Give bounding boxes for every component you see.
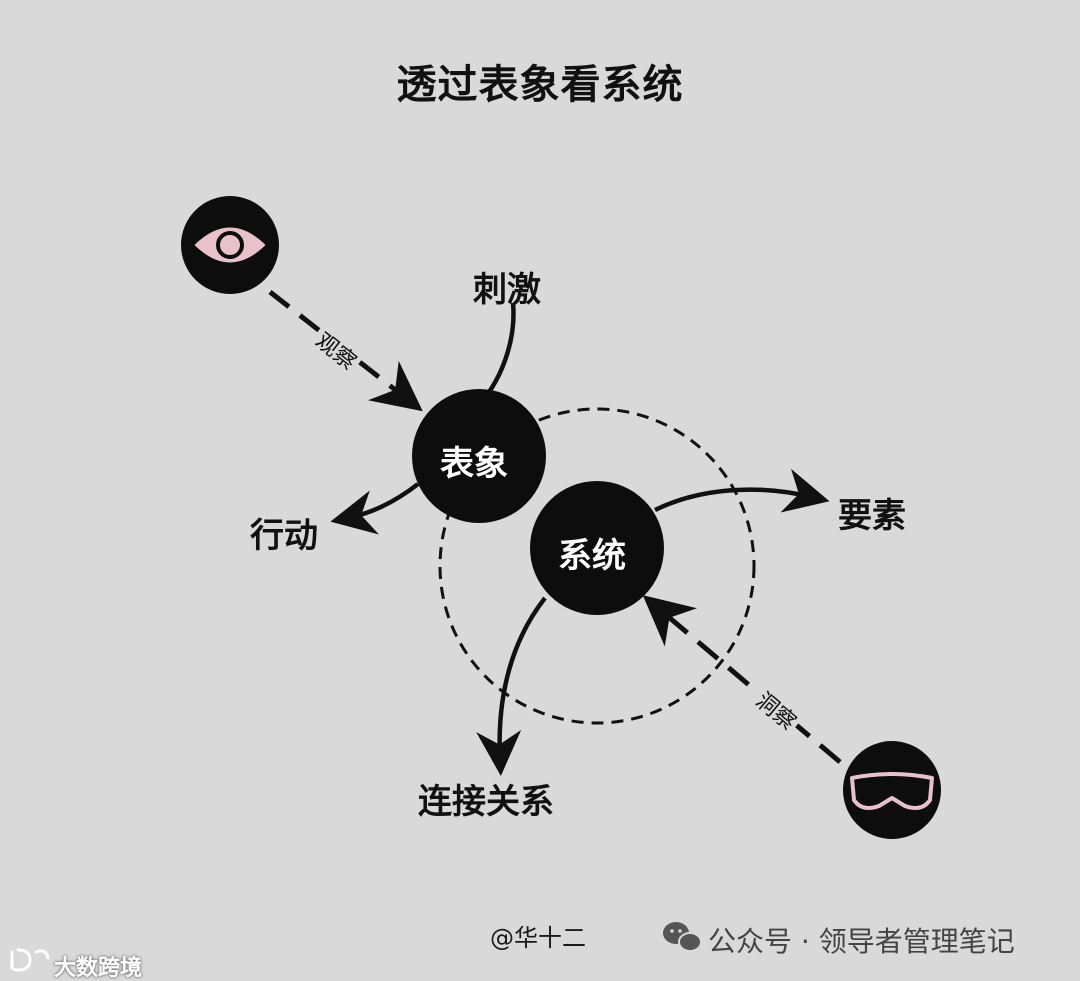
wechat-account-label: 公众号 · 领导者管理笔记 (708, 925, 1015, 958)
elements-arrow (654, 468, 830, 513)
insight-arrow (642, 595, 842, 764)
goggles-icon (843, 741, 941, 839)
surface-node-label: 表象 (440, 444, 508, 484)
system-boundary (438, 407, 756, 725)
stimulus-label: 刺激 (473, 270, 541, 310)
system-node-label: 系统 (558, 536, 626, 576)
brand-watermark: 大数跨境 (54, 956, 143, 981)
surface-node (412, 389, 546, 523)
author-credit: @华十二 (490, 924, 586, 952)
wechat-icon (663, 922, 702, 952)
connections-arrow (476, 596, 547, 776)
page-title: 透过表象看系统 (396, 61, 684, 108)
action-label: 行动 (250, 516, 318, 556)
connections-label: 连接关系 (418, 782, 554, 822)
brand-logo-icon (10, 948, 50, 972)
system-node (530, 481, 664, 615)
elements-label: 要素 (838, 496, 906, 536)
stimulus-connector (485, 302, 516, 397)
action-arrow (330, 482, 420, 535)
eye-icon (181, 196, 279, 294)
